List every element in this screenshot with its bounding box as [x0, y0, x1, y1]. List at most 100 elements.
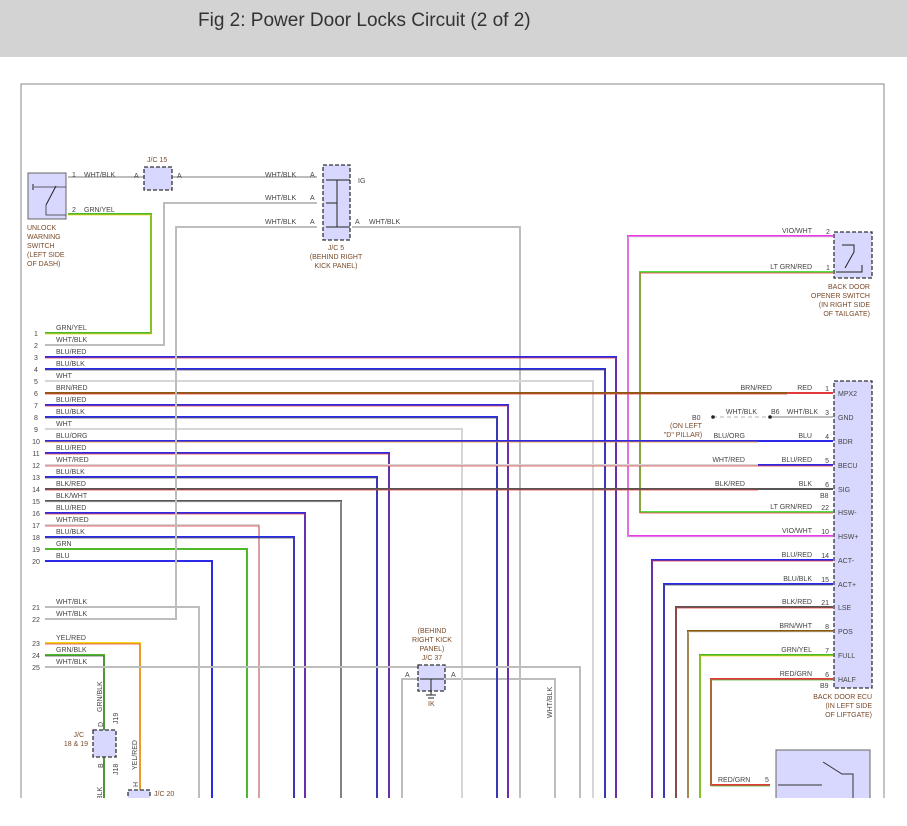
ground-icon [711, 415, 715, 419]
pin-number: 21 [32, 605, 40, 612]
wire-label: BLU/BLK [56, 361, 85, 368]
wire-wht-blk [352, 226, 521, 798]
ground-wire-label: WHT/BLK [726, 409, 757, 416]
pin-label: H [133, 782, 140, 787]
harness-wire-19 [45, 548, 248, 798]
pin-number: 9 [34, 427, 38, 434]
harness-wire-label: WHT/RED [712, 457, 745, 464]
pin-label: 4 [825, 434, 829, 441]
pin-label: B [98, 763, 105, 768]
diagram-frame [20, 83, 885, 826]
wire-label: GRN [56, 541, 72, 548]
wire-label: WHT/BLK [265, 219, 296, 226]
switch-contact-icon [778, 761, 854, 800]
wire-label: BLU/RED [782, 457, 812, 464]
wire-label: RED/GRN [718, 777, 750, 784]
svg-text:(LEFT SIDE: (LEFT SIDE [27, 252, 65, 259]
wire-label: GRN/YEL [56, 325, 87, 332]
wire-wht-blk [445, 678, 556, 798]
wire-label: BLU/ORG [56, 433, 88, 440]
wire-label: BLU/BLK [783, 576, 812, 583]
ecu-code: B8 [820, 493, 829, 500]
ecu-pin-name: HSW- [838, 510, 857, 517]
wire-wht-blk [401, 678, 418, 798]
ecu-pin-name: SIG [838, 487, 850, 494]
jc1819-label: J/C [74, 732, 85, 739]
pin-number: 5 [34, 379, 38, 386]
wire-label: VIO/WHT [782, 228, 813, 235]
svg-text:RIGHT KICK: RIGHT KICK [412, 637, 452, 644]
wire-label: WHT/BLK [547, 687, 554, 718]
jc15-label: J/C 15 [147, 157, 167, 164]
jc20-label: J/C 20 [154, 791, 174, 798]
pin-label: 5 [765, 777, 769, 784]
pin-label: 3 [825, 410, 829, 417]
pin-label: 1 [72, 172, 76, 179]
switch-contact-icon [836, 244, 863, 273]
wire-label: RED/GRN [780, 671, 812, 678]
wire-label: BRN/WHT [779, 623, 812, 630]
wire-label: BLU/RED [782, 552, 812, 559]
wire-label: BLU [56, 553, 70, 560]
ecu-pin-name: ACT+ [838, 582, 856, 589]
ground-location: "D" PILLAR) [664, 432, 702, 439]
pin-label: 21 [821, 600, 829, 607]
b6-label: B6 [771, 409, 780, 416]
wire-label: BLK [799, 481, 813, 488]
ecu-pin-name: LSE [838, 605, 852, 612]
svg-text:BACK DOOR ECU: BACK DOOR ECU [813, 694, 872, 701]
ig-label: IG [358, 178, 365, 185]
pin-number: 12 [32, 463, 40, 470]
pin-label: A [177, 173, 182, 180]
pin-number: 3 [34, 355, 38, 362]
svg-text:(IN LEFT SIDE: (IN LEFT SIDE [825, 703, 872, 710]
svg-text:OF TAILGATE): OF TAILGATE) [823, 311, 870, 318]
wire-label: BLU/RED [56, 397, 86, 404]
pin-label: 1 [825, 386, 829, 393]
pin-label: 2 [72, 207, 76, 214]
pin-label: 5 [825, 458, 829, 465]
wire-label: BLK [97, 786, 104, 800]
ecu-pin-name: HALF [838, 677, 856, 684]
pin-number: 20 [32, 559, 40, 566]
pin-number: 10 [32, 439, 40, 446]
b0-label: B0 [692, 415, 701, 422]
ecu-pin-name: ACT- [838, 558, 855, 565]
wire-label: LT GRN/RED [770, 264, 812, 271]
wire-label: BLK/RED [56, 481, 86, 488]
pin-label: 10 [821, 529, 829, 536]
ecu-pin-name: MPX2 [838, 391, 857, 398]
wire-label: WHT/BLK [56, 611, 87, 618]
ecu-pin-name: FULL [838, 653, 855, 660]
wire-label: RED [797, 385, 812, 392]
harness-wire-9 [45, 428, 463, 798]
title-bar: Fig 2: Power Door Locks Circuit (2 of 2) [0, 0, 907, 57]
svg-text:UNLOCK: UNLOCK [27, 225, 57, 232]
pin-number: 16 [32, 511, 40, 518]
svg-text:(BEHIND RIGHT: (BEHIND RIGHT [310, 254, 363, 261]
pin-number: 8 [34, 415, 38, 422]
wire-label: WHT/BLK [265, 172, 296, 179]
svg-text:OF LIFTGATE): OF LIFTGATE) [825, 712, 872, 719]
page-title: Fig 2: Power Door Locks Circuit (2 of 2) [198, 10, 531, 31]
wire-label: WHT/BLK [369, 219, 400, 226]
back-door-switch-label: BACK DOOR OPENER SWITCH (IN RIGHT SIDE O… [811, 284, 870, 318]
pin-number: 19 [32, 547, 40, 554]
harness-pin-labels: 1GRN/YEL2WHT/BLK3BLU/RED4BLU/BLK5WHT6BRN… [32, 228, 858, 684]
svg-text:WARNING: WARNING [27, 234, 61, 241]
pin-label: 6 [825, 672, 829, 679]
wire-label: BLU/BLK [56, 529, 85, 536]
pin-number: 17 [32, 523, 40, 530]
unlock-switch-label: UNLOCK WARNING SWITCH (LEFT SIDE OF DASH… [27, 225, 65, 268]
wire-label: GRN/YEL [84, 207, 115, 214]
wire-label: WHT [56, 373, 73, 380]
wires [45, 176, 833, 799]
pin-label: A [405, 672, 410, 679]
wire-label: WHT/BLK [56, 599, 87, 606]
svg-text:SWITCH: SWITCH [27, 243, 55, 250]
wire-label: WHT/BLK [265, 195, 296, 202]
junction-connector-15 [143, 166, 173, 191]
pin-label: 14 [821, 553, 829, 560]
pin-number: 13 [32, 475, 40, 482]
pin-number: 4 [34, 367, 38, 374]
